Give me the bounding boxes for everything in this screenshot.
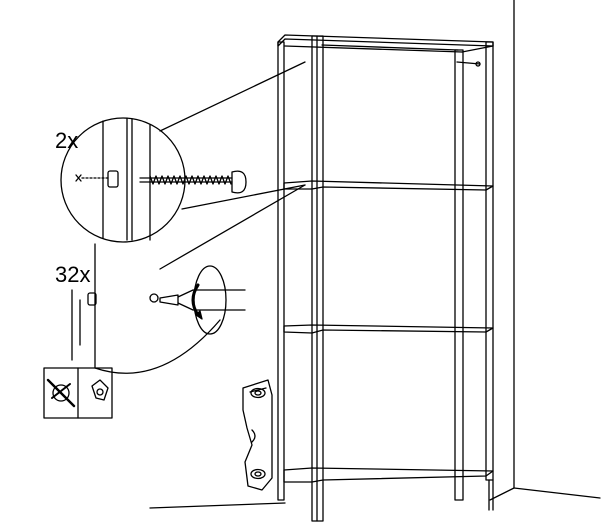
shelf [283,180,494,191]
crossed-out-clip-icon [46,378,76,408]
shelf [283,324,494,334]
tool-icons-box [43,367,113,419]
screw-zoom-callout [60,61,306,243]
wall-bracket [242,379,273,491]
shelf [283,467,494,483]
screwdriver-bit-icon [91,379,109,401]
wall-and-floor [149,0,601,509]
screw-qty-label: 2x [55,128,78,153]
clip-qty-label: 32x [55,262,90,287]
shelving-unit [277,34,494,522]
screwdriver-icon [149,265,246,335]
clip-zoom-callout [71,184,306,374]
